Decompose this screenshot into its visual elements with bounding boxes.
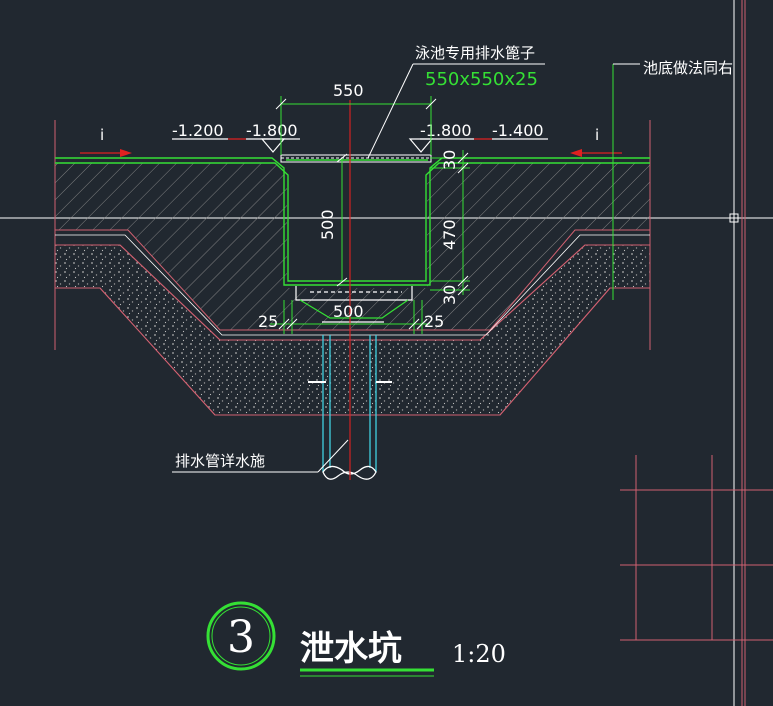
drain-pipe (308, 335, 392, 480)
slope-label-right: i (595, 126, 599, 144)
dimension-30-top-label: 30 (440, 150, 459, 170)
grate-callout-leader (367, 63, 545, 159)
elevation-right-inner: -1.800 (420, 121, 472, 140)
elevation-right-outer: -1.400 (492, 121, 544, 140)
grate-size-text: 550x550x25 (425, 69, 538, 90)
floor-callout-leader (612, 63, 640, 300)
pool-floor-finish (55, 157, 650, 286)
elevation-left-outer: -1.200 (172, 121, 224, 140)
dimension-500-width-label: 500 (333, 302, 364, 321)
grate-callout-text: 泳池专用排水篦子 (415, 44, 535, 62)
dimension-30-bottom-label: 30 (440, 285, 459, 305)
dimension-right-chain (430, 150, 470, 296)
dimension-550-label: 550 (333, 81, 364, 100)
slope-arrows (80, 149, 622, 157)
detail-title: 泄水坑 (300, 629, 402, 669)
dimension-550 (275, 96, 437, 155)
dimension-500-depth (336, 153, 348, 287)
detail-title-block: 3 泄水坑 1:20 (206, 601, 506, 677)
table-grid-lines (620, 0, 773, 706)
detail-number: 3 (227, 612, 255, 663)
dimension-470-label: 470 (440, 219, 459, 250)
white-outlines (55, 234, 650, 336)
floor-callout-text: 池底做法同右 (643, 59, 733, 77)
dimension-bottom-chain (270, 300, 430, 334)
detail-scale: 1:20 (452, 640, 506, 668)
drain-grate (280, 154, 432, 163)
drain-outlet (295, 286, 413, 323)
dimension-25-left-label: 25 (258, 312, 278, 331)
dimension-25-right-label: 25 (424, 312, 444, 331)
slope-label-left: i (100, 126, 104, 144)
elevation-left-inner: -1.800 (246, 121, 298, 140)
detail-number-circle (206, 601, 276, 671)
pipe-callout-leader (172, 439, 349, 473)
pipe-callout-text: 排水管详水施 (175, 452, 265, 470)
dimension-500-depth-label: 500 (318, 209, 337, 240)
elevation-marks (172, 138, 548, 153)
